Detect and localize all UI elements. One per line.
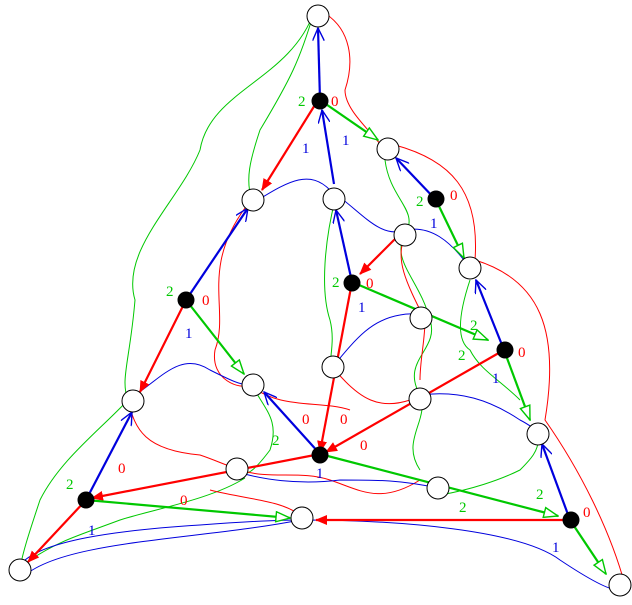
label-green: 2 xyxy=(332,275,340,291)
blue-curve xyxy=(21,519,619,591)
label-green: 2 xyxy=(416,194,424,210)
open-node xyxy=(321,355,345,379)
blue-arrow xyxy=(264,392,321,455)
green-curve xyxy=(324,199,336,371)
open-node xyxy=(241,188,265,212)
open-node xyxy=(8,558,32,582)
blue-arrow xyxy=(85,412,133,501)
blue-curve xyxy=(231,469,439,489)
label-red: 0 xyxy=(118,461,126,477)
label-blue: 1 xyxy=(430,216,438,232)
label-blue: 1 xyxy=(302,141,310,157)
label-red: 0 xyxy=(180,493,188,509)
filled-node xyxy=(562,511,580,529)
blue-arrow xyxy=(185,208,248,301)
open-node xyxy=(526,422,550,446)
green-arrows xyxy=(85,99,606,574)
filled-node xyxy=(496,341,514,359)
open-node xyxy=(290,506,314,530)
open-node xyxy=(322,187,346,211)
blue-arrow xyxy=(542,444,572,521)
blue-arrow xyxy=(476,280,506,351)
red-curve xyxy=(325,13,386,151)
green-curve xyxy=(19,11,315,573)
labels: 2 0 1 1 2 0 1 2 0 1 2 0 1 2 0 1 2 2 0 0 … xyxy=(66,94,591,556)
label-green: 2 xyxy=(459,500,467,516)
open-node xyxy=(608,573,632,597)
red-curve xyxy=(214,207,251,387)
filled-node xyxy=(177,291,195,309)
open-node xyxy=(306,4,330,28)
green-arrow xyxy=(319,99,378,140)
red-arrow xyxy=(139,299,187,393)
red-arrow xyxy=(91,452,321,501)
open-node xyxy=(121,389,145,413)
label-blue: 1 xyxy=(492,371,500,387)
green-curve xyxy=(248,11,315,201)
blue-curve xyxy=(257,178,471,269)
filled-nodes xyxy=(77,92,580,529)
label-red: 0 xyxy=(202,293,210,309)
label-red: 0 xyxy=(360,438,368,454)
open-node xyxy=(426,476,450,500)
label-red: 0 xyxy=(302,412,310,428)
red-arrow xyxy=(261,99,319,191)
red-curve xyxy=(334,369,411,405)
open-node xyxy=(408,387,432,411)
label-red: 0 xyxy=(366,276,374,292)
filled-node xyxy=(427,190,445,208)
green-arrow xyxy=(185,299,244,374)
blue-curve xyxy=(127,363,251,401)
blue-curve xyxy=(19,519,301,566)
label-red: 0 xyxy=(583,505,591,521)
red-curve xyxy=(394,144,626,586)
filled-node xyxy=(343,274,361,292)
filled-node xyxy=(311,92,329,110)
label-red: 0 xyxy=(340,412,348,428)
blue-arrow xyxy=(322,110,336,185)
label-green: 2 xyxy=(536,487,544,503)
label-green: 2 xyxy=(298,94,306,110)
label-red: 0 xyxy=(518,345,526,361)
green-arrow xyxy=(435,199,465,258)
green-curve xyxy=(29,477,246,561)
filled-node xyxy=(311,446,329,464)
green-curve xyxy=(460,279,521,401)
label-green: 2 xyxy=(470,318,478,334)
green-arrow xyxy=(502,349,532,420)
label-blue: 1 xyxy=(342,133,350,149)
blue-arrows xyxy=(85,28,572,521)
blue-arrow xyxy=(396,158,437,201)
label-green: 2 xyxy=(66,477,74,493)
label-green: 2 xyxy=(458,348,466,364)
blue-arrow xyxy=(318,28,320,101)
label-blue: 1 xyxy=(88,523,96,539)
open-node xyxy=(393,223,417,247)
open-node xyxy=(409,306,433,330)
red-arrow xyxy=(27,499,87,563)
label-blue: 1 xyxy=(358,300,366,316)
filled-node xyxy=(77,491,95,509)
green-arrow xyxy=(569,519,606,574)
open-node xyxy=(225,457,249,481)
open-node xyxy=(376,137,400,161)
label-green: 2 xyxy=(166,284,174,300)
red-arrows xyxy=(27,99,570,563)
open-nodes xyxy=(8,4,632,597)
label-blue: 1 xyxy=(552,540,560,556)
label-blue: 1 xyxy=(316,466,324,482)
blue-arrow xyxy=(336,210,354,283)
label-blue: 1 xyxy=(185,326,193,342)
green-arrow xyxy=(85,498,290,518)
green-curve xyxy=(439,435,539,496)
open-node xyxy=(241,373,265,397)
label-red: 0 xyxy=(331,94,339,110)
open-node xyxy=(458,256,482,280)
red-curve xyxy=(239,469,421,495)
label-red: 0 xyxy=(450,188,458,204)
red-curve xyxy=(127,399,236,469)
label-green: 2 xyxy=(272,433,280,449)
